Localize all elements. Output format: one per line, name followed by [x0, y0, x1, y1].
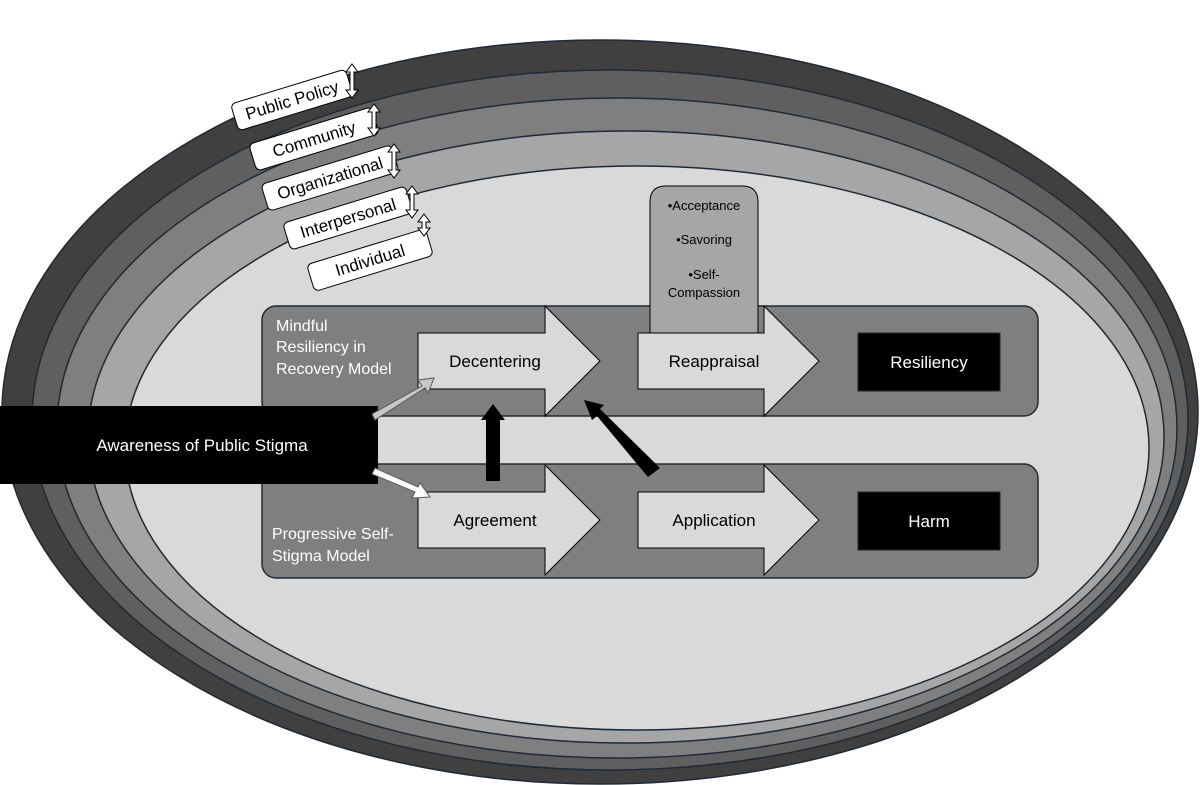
level-connector-arrows: [345, 63, 431, 237]
application-arrow: [637, 463, 820, 577]
supports-box: [649, 185, 759, 334]
level-connector-4: [405, 185, 419, 219]
source-to-decentering-arrow: [371, 377, 435, 421]
reappraisal-label: Reappraisal: [669, 352, 760, 371]
mrrm-label-line-3: Recovery Model: [276, 361, 392, 378]
source-to-agreement-arrow: [371, 467, 431, 499]
level-box-interpersonal: [283, 186, 413, 250]
mrrm-label-line-2: Resiliency in: [276, 339, 366, 356]
agreement-arrow: [417, 463, 601, 577]
awareness-label: Awareness of Public Stigma: [96, 436, 308, 455]
decentering-label: Decentering: [449, 352, 541, 371]
level-box-individual: [307, 229, 433, 291]
level-connector-5: [417, 213, 431, 237]
mrrm-label-line-1: Mindful: [276, 318, 328, 335]
harm-box: [857, 491, 1001, 551]
mrrm-label: Mindful Resiliency in Recovery Model: [276, 318, 392, 378]
support-savoring: •Savoring: [676, 232, 732, 247]
decentering-arrow: [417, 304, 601, 418]
pssm-label-line-2: Stigma Model: [272, 548, 370, 565]
support-acceptance: •Acceptance: [668, 198, 740, 213]
reappraisal-arrow: [637, 304, 820, 418]
support-self-compassion-1: •Self-: [688, 267, 719, 282]
application-label: Application: [672, 511, 755, 530]
level-box-public-policy: [231, 69, 353, 131]
support-self-compassion-2: Compassion: [668, 285, 740, 300]
harm-label: Harm: [908, 512, 950, 531]
application-to-decentering-arrow: [584, 400, 660, 477]
level-connector-2: [367, 103, 381, 137]
pssm-label: Progressive Self- Stigma Model: [272, 526, 394, 565]
level-connector-3: [387, 143, 401, 179]
agreement-to-decentering-arrow: [481, 404, 505, 481]
agreement-label: Agreement: [453, 511, 536, 530]
awareness-box: [0, 406, 378, 484]
resiliency-label: Resiliency: [890, 353, 968, 372]
resiliency-box: [857, 332, 1001, 392]
level-connector-1: [345, 63, 359, 99]
pssm-label-line-1: Progressive Self-: [272, 526, 394, 543]
